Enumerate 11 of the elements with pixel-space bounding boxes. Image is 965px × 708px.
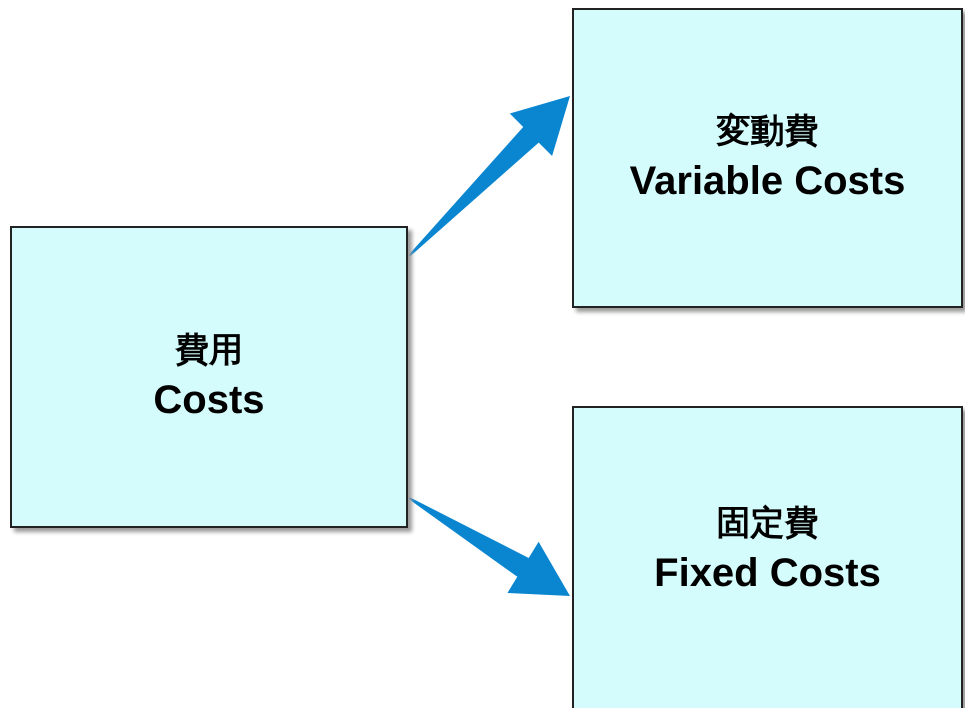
box-label: Costs (153, 377, 265, 424)
process-box (572, 406, 963, 708)
box-heading: 固定費 (716, 503, 818, 544)
process-box (572, 8, 963, 308)
process-box (10, 226, 408, 528)
box-heading: 変動費 (716, 111, 818, 152)
box-label: Fixed Costs (654, 550, 881, 597)
arrow (408, 497, 570, 596)
arrow (408, 96, 570, 257)
box-label: Variable Costs (630, 158, 906, 205)
box-heading: 費用 (175, 330, 243, 371)
